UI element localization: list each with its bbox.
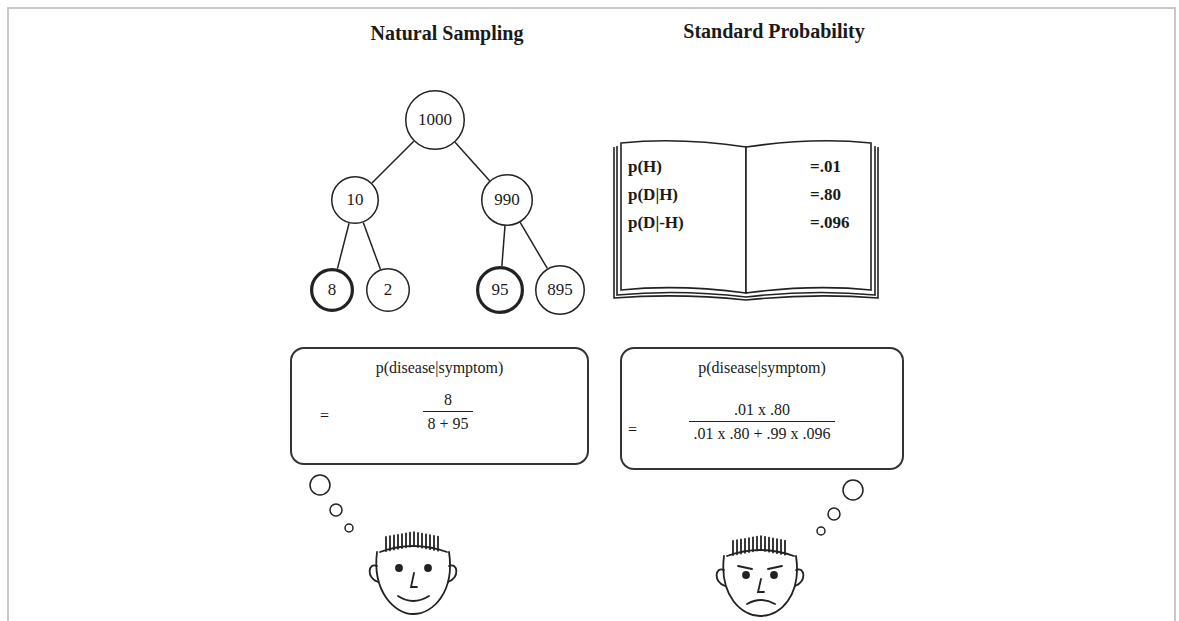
count-number: 895	[547, 280, 573, 300]
count-circle: 990	[481, 174, 533, 226]
probability-term: p(H)	[628, 157, 662, 177]
count-number: 1000	[418, 110, 452, 130]
hair-stroke	[413, 532, 415, 546]
denominator: .01 x .80 + .99 x .096	[689, 422, 834, 443]
hair-stroke	[437, 537, 439, 551]
hair-stroke	[433, 536, 435, 550]
probability-term: p(D|H)	[628, 185, 678, 205]
count-circle: 895	[535, 265, 585, 315]
count-number: 8	[328, 280, 337, 300]
count-number: 2	[384, 280, 393, 300]
hair-stroke	[389, 536, 391, 550]
hair-stroke	[405, 533, 407, 547]
count-number: 990	[494, 190, 520, 210]
hair-stroke	[784, 541, 786, 555]
tree-branch	[502, 226, 505, 266]
column-heading: Natural Sampling	[371, 22, 524, 45]
tree-branch	[363, 223, 380, 270]
count-number: 95	[492, 280, 509, 300]
sad-face	[717, 536, 804, 616]
column-heading: Standard Probability	[683, 20, 864, 43]
hair-stroke	[764, 537, 766, 551]
fraction: .01 x .80.01 x .80 + .99 x .096	[689, 401, 834, 443]
count-circle: 10	[331, 176, 379, 224]
count-circle: 8	[310, 268, 354, 312]
probability-value: =.096	[810, 213, 849, 233]
probability-term: p(D|-H)	[628, 213, 684, 233]
formula-heading: p(disease|symptom)	[622, 359, 902, 377]
fraction: 88 + 95	[423, 391, 472, 433]
hair-stroke	[760, 536, 762, 550]
hair-stroke	[772, 538, 774, 552]
thought-bubbles	[310, 475, 863, 535]
equals-sign: =	[320, 407, 329, 425]
formula-box: p(disease|symptom) = 88 + 95	[290, 347, 589, 465]
hair-stroke	[393, 536, 395, 550]
tree-branch	[372, 141, 414, 183]
formula-box: p(disease|symptom) = .01 x .80.01 x .80 + …	[620, 347, 904, 470]
hair-stroke	[768, 538, 770, 552]
hair-stroke	[752, 537, 754, 551]
tree-branch	[520, 222, 547, 268]
equals-sign: =	[628, 421, 637, 439]
tree-branch	[337, 223, 349, 268]
hair-stroke	[756, 537, 758, 551]
hair-stroke	[429, 535, 431, 549]
happy-face	[370, 532, 457, 614]
numerator: 8	[423, 391, 472, 412]
count-circle: 1000	[405, 90, 465, 150]
hair-stroke	[385, 537, 387, 551]
page-frame	[8, 8, 1175, 621]
hair-stroke	[776, 539, 778, 553]
denominator: 8 + 95	[423, 412, 472, 433]
hair-stroke	[417, 533, 419, 547]
hair-stroke	[421, 534, 423, 548]
hair-stroke	[748, 538, 750, 552]
hair-stroke	[425, 534, 427, 548]
probability-book: p(H) =.01 p(D|H) =.80 p(D|-H) =.096	[612, 137, 880, 302]
hair-stroke	[780, 540, 782, 554]
hair-stroke	[744, 539, 746, 553]
tree-branch	[455, 142, 490, 180]
hair-stroke	[401, 534, 403, 548]
hair-stroke	[732, 541, 734, 555]
probability-value: =.01	[810, 157, 841, 177]
hair-stroke	[397, 535, 399, 549]
count-circle: 95	[476, 266, 524, 314]
hair-stroke	[736, 540, 738, 554]
formula-heading: p(disease|symptom)	[292, 359, 587, 377]
probability-value: =.80	[810, 185, 841, 205]
numerator: .01 x .80	[689, 401, 834, 422]
count-circle: 2	[366, 268, 410, 312]
count-number: 10	[347, 190, 364, 210]
hair-stroke	[409, 533, 411, 547]
hair-stroke	[740, 540, 742, 554]
